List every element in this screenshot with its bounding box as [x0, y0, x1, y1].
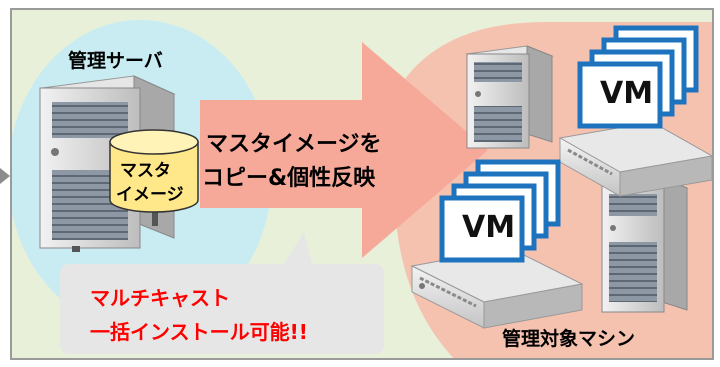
- managed-rack-server-right-icon: [558, 121, 712, 197]
- vm-stack-bottom: [439, 159, 561, 263]
- diagram-canvas: [12, 20, 712, 358]
- managed-tower-top-icon: [465, 45, 554, 149]
- managed-machines-label: 管理対象マシン: [502, 328, 636, 350]
- vm-stack-top: [577, 25, 699, 129]
- copy-arrow-shape: [200, 42, 488, 258]
- management-server-label: 管理サーバ: [68, 50, 163, 72]
- multicast-label-line2: 一括インストール可能!!: [90, 320, 308, 344]
- managed-tower-right-icon: [600, 177, 689, 313]
- diagram-frame: 管理サーバ マスタ イメージ マスタイメージを コピー&個性反映 マルチキャスト…: [10, 8, 714, 360]
- copy-arrow-label-line2: コピー&個性反映: [202, 166, 376, 191]
- copy-arrow-label-line1: マスタイメージを: [206, 132, 382, 157]
- multicast-label-line1: マルチキャスト: [90, 286, 230, 310]
- master-image-cylinder: [109, 129, 199, 213]
- vm-label-top: VM: [600, 76, 654, 111]
- multicast-callout-bubble: [60, 232, 384, 354]
- incoming-arrow: [0, 168, 10, 184]
- master-image-label-line1: マスタ: [120, 161, 171, 181]
- vm-label-bottom: VM: [462, 210, 516, 245]
- master-image-label-line2: イメージ: [116, 185, 184, 205]
